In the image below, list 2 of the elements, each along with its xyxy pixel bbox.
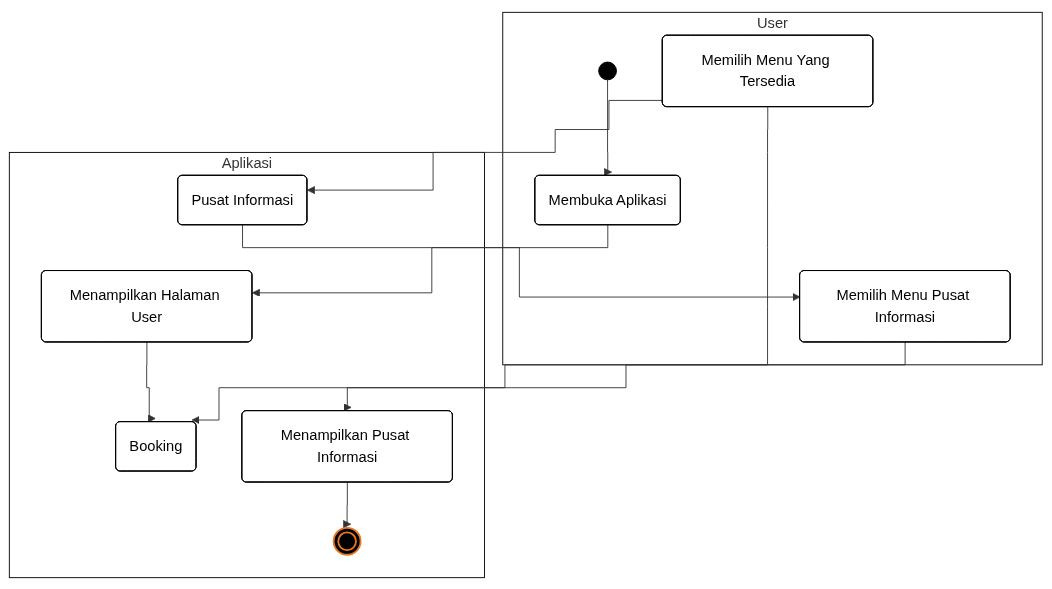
node-circle bbox=[598, 61, 618, 80]
node-circle bbox=[332, 526, 362, 556]
